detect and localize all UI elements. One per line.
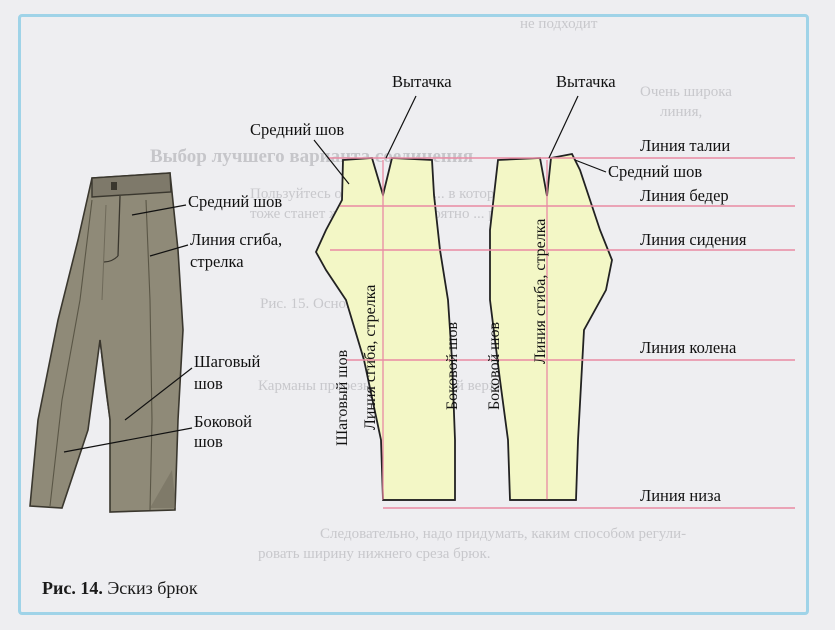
background-text: Очень широка: [640, 84, 732, 100]
label-inseam-sketch-2: шов: [194, 374, 223, 393]
pattern-leader-lines: [313, 95, 607, 185]
front-pattern: [314, 157, 456, 501]
label-middle-seam-back: Средний шов: [608, 162, 703, 181]
label-dart-front: Вытачка: [392, 72, 452, 91]
label-fold-vertical-front: Линия сгиба, стрелка: [362, 284, 379, 430]
figure-frame: [18, 14, 809, 615]
label-waist-line: Линия талии: [640, 136, 731, 155]
label-side-vertical-front: Боковой шов: [444, 321, 461, 410]
label-side-vertical-back: Боковой шов: [486, 321, 503, 410]
label-knee-line: Линия колена: [640, 338, 737, 357]
label-middle-seam-sketch: Средний шов: [188, 192, 283, 211]
caption-label: Рис. 14.: [42, 578, 103, 598]
label-inseam-vertical: Шаговый шов: [334, 349, 351, 446]
label-fold-line-sketch-2: стрелка: [190, 252, 244, 271]
back-pattern: [489, 152, 613, 501]
label-fold-vertical-back: Линия сгиба, стрелка: [532, 218, 549, 364]
trousers-sketch: [29, 172, 184, 513]
label-side-seam-sketch-2: шов: [194, 432, 223, 451]
label-middle-seam-front: Средний шов: [250, 120, 345, 139]
label-dart-back: Вытачка: [556, 72, 616, 91]
label-fold-line-sketch: Линия сгиба,: [190, 230, 283, 249]
label-inseam-sketch: Шаговый: [194, 352, 261, 371]
reference-lines: [328, 157, 795, 509]
label-seat-line: Линия сидения: [640, 230, 747, 249]
label-side-seam-sketch: Боковой: [194, 412, 252, 431]
background-text: ровать ширину нижнего среза брюк.: [258, 546, 491, 562]
figure-caption: Рис. 14. Эскиз брюк: [42, 578, 198, 599]
label-hem-line: Линия низа: [640, 486, 721, 505]
background-text: не подходит: [520, 16, 598, 32]
background-text: Следовательно, надо придумать, каким спо…: [320, 526, 687, 542]
sketch-leader-lines: [63, 204, 193, 453]
background-text: линия,: [660, 104, 703, 120]
label-hip-line: Линия бедер: [640, 186, 729, 205]
caption-text: Эскиз брюк: [107, 578, 198, 598]
